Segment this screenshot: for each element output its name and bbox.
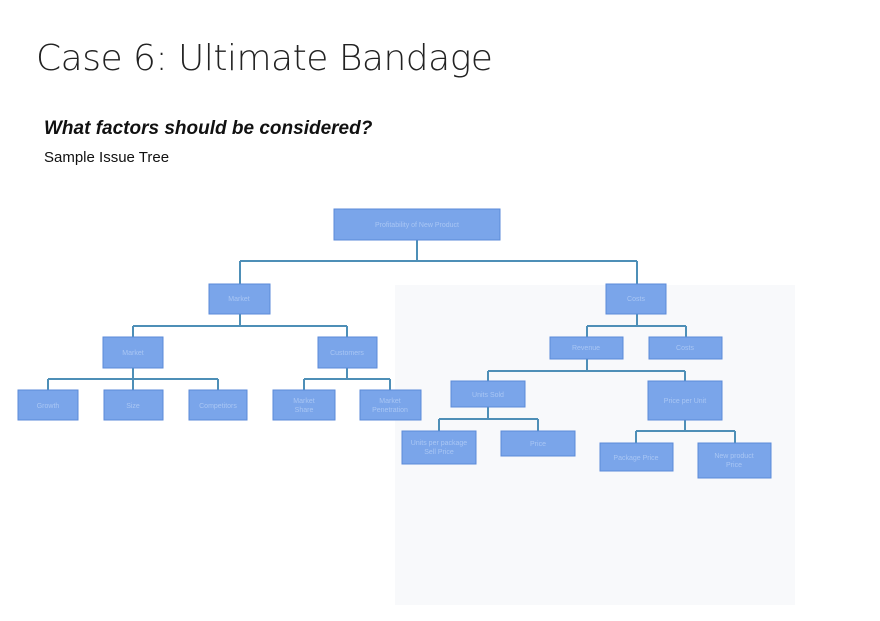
connector-revenue — [487, 359, 686, 381]
node-competitors[interactable]: Competitors — [188, 389, 248, 421]
connector-costs — [586, 314, 687, 337]
node-label: Units per package — [411, 440, 468, 447]
node-costs-sub[interactable]: Costs — [648, 336, 723, 360]
node-label: Size — [126, 403, 140, 410]
node-revenue[interactable]: Revenue — [549, 336, 624, 360]
node-costs[interactable]: Costs — [605, 283, 667, 315]
node-label: Penetration — [372, 407, 408, 414]
node-label: Profitability of New Product — [375, 222, 459, 229]
node-label: Revenue — [572, 345, 600, 352]
node-label: Competitors — [199, 403, 237, 410]
node-label: Costs — [627, 296, 645, 303]
node-size[interactable]: Size — [103, 389, 164, 421]
node-label: Market — [293, 398, 314, 405]
connector-market — [132, 314, 348, 337]
node-units-per-package[interactable]: Units per package Sell Price — [401, 430, 477, 465]
node-label: Market — [122, 350, 143, 357]
connector-market-sub — [47, 368, 219, 390]
node-profitability[interactable]: Profitability of New Product — [333, 208, 501, 241]
node-label: Market — [379, 398, 400, 405]
node-market-share[interactable]: Market Share — [272, 389, 336, 421]
node-label: Price per Unit — [664, 398, 706, 405]
node-market-sub[interactable]: Market — [102, 336, 164, 369]
node-customers[interactable]: Customers — [317, 336, 378, 369]
node-label: Costs — [676, 345, 694, 352]
node-label: Growth — [37, 403, 60, 410]
node-label: Sell Price — [424, 449, 454, 456]
node-label: Units Sold — [472, 392, 504, 399]
node-label: New product — [714, 453, 753, 460]
node-price[interactable]: Price — [500, 430, 576, 457]
diagram-subtitle: Sample Issue Tree — [44, 149, 170, 166]
node-label: Price — [530, 441, 546, 448]
node-label: Share — [295, 407, 314, 414]
tree-connectors — [47, 240, 736, 443]
node-growth[interactable]: Growth — [17, 389, 79, 421]
node-label: Market — [228, 296, 249, 303]
node-units-sold[interactable]: Units Sold — [450, 380, 526, 408]
slide-title: Case 6: Ultimate Bandage — [36, 38, 493, 79]
connector-customers — [303, 368, 391, 390]
node-label: Price — [726, 462, 742, 469]
node-price-per-unit[interactable]: Price per Unit — [647, 380, 723, 421]
node-market-penetration[interactable]: Market Penetration — [359, 389, 422, 421]
tree-nodes: Profitability of New Product Market Cost… — [17, 208, 772, 479]
node-new-product-price[interactable]: New product Price — [697, 442, 772, 479]
node-label: Package Price — [613, 455, 658, 462]
node-label: Customers — [330, 350, 364, 357]
connector-price-per-unit — [635, 420, 736, 443]
connector-units-sold — [438, 407, 539, 431]
connector-root — [239, 240, 638, 284]
node-market[interactable]: Market — [208, 283, 271, 315]
question-heading: What factors should be considered? — [44, 118, 373, 139]
node-package-price[interactable]: Package Price — [599, 442, 674, 472]
